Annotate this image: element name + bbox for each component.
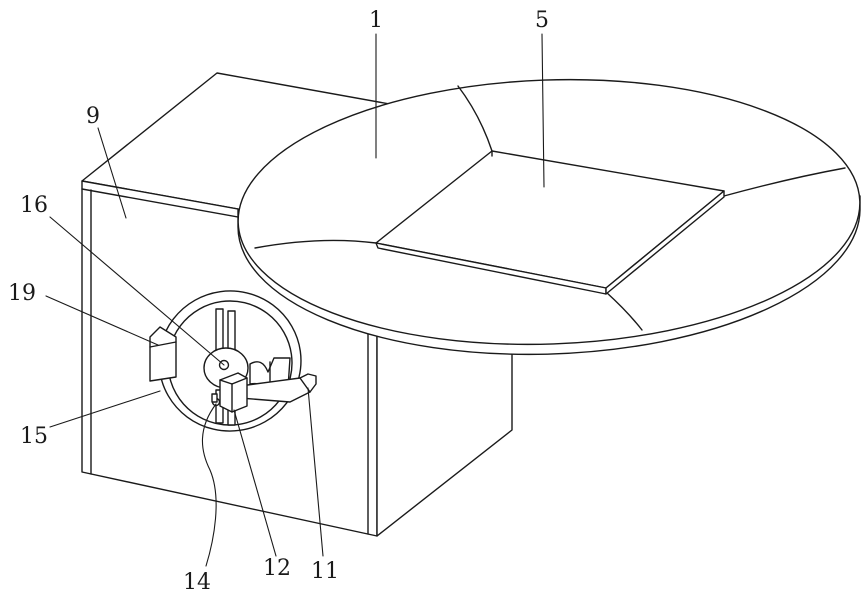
label-15: 15 bbox=[20, 424, 48, 449]
label-9: 9 bbox=[86, 104, 100, 129]
label-14: 14 bbox=[183, 570, 211, 595]
label-1: 1 bbox=[369, 8, 383, 33]
label-5: 5 bbox=[535, 8, 549, 33]
slot-bar-upper-left bbox=[216, 309, 223, 354]
handle-block bbox=[220, 373, 247, 412]
label-16: 16 bbox=[20, 193, 48, 218]
label-19: 19 bbox=[8, 281, 36, 306]
label-12: 12 bbox=[263, 556, 291, 581]
small-screw-post bbox=[212, 394, 217, 402]
label-11: 11 bbox=[311, 559, 339, 584]
left-clamp bbox=[150, 327, 176, 381]
